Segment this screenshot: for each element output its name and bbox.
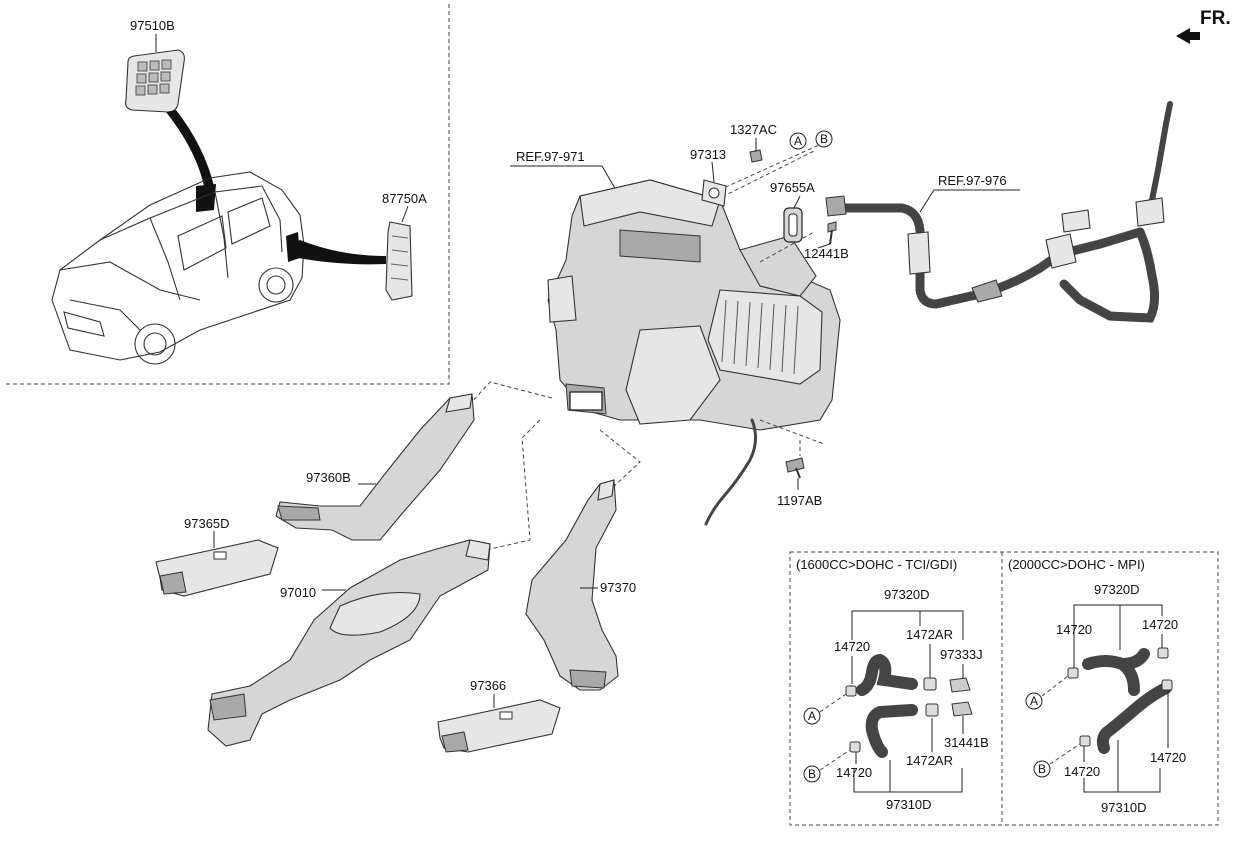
- label-97370: 97370: [600, 580, 636, 595]
- inset-2000cc-dohc-mpi: (2000CC>DOHC - MPI) 97320D 14720 14720 A: [1008, 557, 1186, 815]
- label-2000-97320D: 97320D: [1094, 582, 1140, 597]
- label-97313: 97313: [690, 147, 726, 162]
- clamp-14720-1600-bottom[interactable]: [849, 741, 861, 753]
- label-1327AC: 1327AC: [730, 122, 777, 137]
- clamp-14720-2000-bottom-left[interactable]: [1079, 735, 1091, 747]
- ref-97-971-label[interactable]: REF.97-971: [516, 149, 585, 164]
- label-97510B: 97510B: [130, 18, 175, 33]
- svg-text:B: B: [820, 132, 828, 146]
- part-97366-duct-bracket[interactable]: [437, 699, 561, 753]
- part-97510B-location-marker: [196, 184, 216, 212]
- drain-hose: [704, 418, 757, 526]
- label-87750A: 87750A: [382, 191, 427, 206]
- label-1600-1472AR-bottom: 1472AR: [906, 753, 953, 768]
- svg-text:A: A: [1030, 694, 1038, 708]
- evaporator-fins: [721, 299, 799, 375]
- engine-variant-insets: (1600CC>DOHC - TCI/GDI) 97320D 14720 147…: [789, 551, 1219, 826]
- label-2000-14720-top-left: 14720: [1056, 622, 1092, 637]
- hose-97310D-1600[interactable]: [865, 704, 918, 758]
- front-arrow-icon: [1176, 28, 1200, 44]
- label-2000-97310D: 97310D: [1101, 800, 1147, 815]
- callout-b-1600[interactable]: B: [803, 765, 821, 783]
- label-97366: 97366: [470, 678, 506, 693]
- label-1600-97310D: 97310D: [886, 797, 932, 812]
- clamp-14720-2000-top-left[interactable]: [1067, 667, 1079, 679]
- callout-a-1600[interactable]: A: [803, 707, 821, 725]
- vehicle-outline: [51, 171, 305, 365]
- callout-a-2000[interactable]: A: [1025, 692, 1043, 710]
- label-97365D: 97365D: [184, 516, 230, 531]
- hose-97310D-2000[interactable]: [1096, 682, 1172, 754]
- ref-97-976-label[interactable]: REF.97-976: [938, 173, 1007, 188]
- part-1197AB-screw[interactable]: [785, 457, 805, 479]
- callout-b-top[interactable]: B: [815, 130, 833, 148]
- callout-b-2000[interactable]: B: [1033, 760, 1051, 778]
- svg-text:A: A: [808, 709, 816, 723]
- ref-97-971-leader: [510, 165, 617, 191]
- part-97510B-vent-grille[interactable]: [125, 49, 185, 113]
- fitting-97333J[interactable]: [949, 677, 971, 693]
- label-1197AB: 1197AB: [777, 493, 822, 508]
- clamp-14720-2000-bottom-right[interactable]: [1161, 679, 1173, 691]
- label-2000-14720-bottom-left: 14720: [1064, 764, 1100, 779]
- bracket-1600-97320D: [851, 610, 964, 640]
- part-97655A-seal-ring[interactable]: [783, 207, 803, 243]
- label-1600-31441B: 31441B: [944, 735, 989, 750]
- inset-2000-header: (2000CC>DOHC - MPI): [1008, 557, 1145, 572]
- part-97313-gasket[interactable]: [701, 179, 727, 207]
- fitting-31441B[interactable]: [951, 701, 973, 717]
- hose-97320D-2000[interactable]: [1082, 648, 1150, 696]
- label-12441B: 12441B: [804, 246, 849, 261]
- inset-1600-header: (1600CC>DOHC - TCI/GDI): [796, 557, 957, 572]
- bracket-2000-97310D: [1083, 768, 1161, 793]
- clamp-14720-1600-top[interactable]: [845, 685, 857, 697]
- label-97010: 97010: [280, 585, 316, 600]
- front-label: FR.: [1200, 8, 1231, 29]
- bracket-1600-97310D: [853, 768, 963, 793]
- part-97370-side-duct[interactable]: [525, 479, 619, 691]
- part-97365D-duct-bracket[interactable]: [155, 539, 279, 597]
- label-1600-97320D: 97320D: [884, 587, 930, 602]
- part-87750A-location-marker: [286, 232, 300, 262]
- clamp-1472AR-1600-bottom[interactable]: [925, 703, 939, 717]
- ac-refrigerant-piping[interactable]: [825, 101, 1173, 323]
- vehicle-inset: 97510B 8775: [4, 4, 450, 385]
- part-12441B-bolt[interactable]: [827, 221, 837, 245]
- hose-97320D-1600[interactable]: [856, 653, 918, 696]
- svg-text:B: B: [1038, 762, 1046, 776]
- leader-arrow-97510B: [166, 110, 214, 186]
- front-direction-indicator: FR.: [1176, 8, 1231, 44]
- bracket-2000-97320D: [1073, 604, 1163, 640]
- label-97360B: 97360B: [306, 470, 351, 485]
- leader-arrow-87750A: [288, 240, 386, 265]
- part-1327AC-nut[interactable]: [749, 149, 763, 163]
- label-97655A: 97655A: [770, 180, 815, 195]
- clamp-14720-2000-top-right[interactable]: [1157, 647, 1169, 659]
- label-1600-97333J: 97333J: [940, 647, 983, 662]
- vehicle-inset-boundary: [4, 4, 450, 385]
- part-87750A-side-vent[interactable]: [385, 221, 413, 301]
- label-2000-14720-bottom-right: 14720: [1150, 750, 1186, 765]
- label-2000-14720-top-right: 14720: [1142, 617, 1178, 632]
- assembly-guide-lines: [469, 139, 831, 551]
- label-1600-14720-top: 14720: [834, 639, 870, 654]
- svg-text:B: B: [808, 767, 816, 781]
- variant-inset-boundary: [789, 551, 1219, 826]
- label-1600-1472AR-top: 1472AR: [906, 627, 953, 642]
- part-97010-floor-duct[interactable]: [207, 539, 491, 747]
- hvac-module-assembly[interactable]: [547, 179, 841, 431]
- clamp-1472AR-1600-top[interactable]: [923, 677, 937, 691]
- svg-text:A: A: [794, 134, 802, 148]
- part-97360B-rear-duct[interactable]: [275, 393, 475, 541]
- callout-a-top[interactable]: A: [789, 132, 807, 150]
- inset-1600cc-tci-gdi: (1600CC>DOHC - TCI/GDI) 97320D 14720 147…: [796, 557, 989, 812]
- ref-97-976-leader: [919, 189, 1020, 213]
